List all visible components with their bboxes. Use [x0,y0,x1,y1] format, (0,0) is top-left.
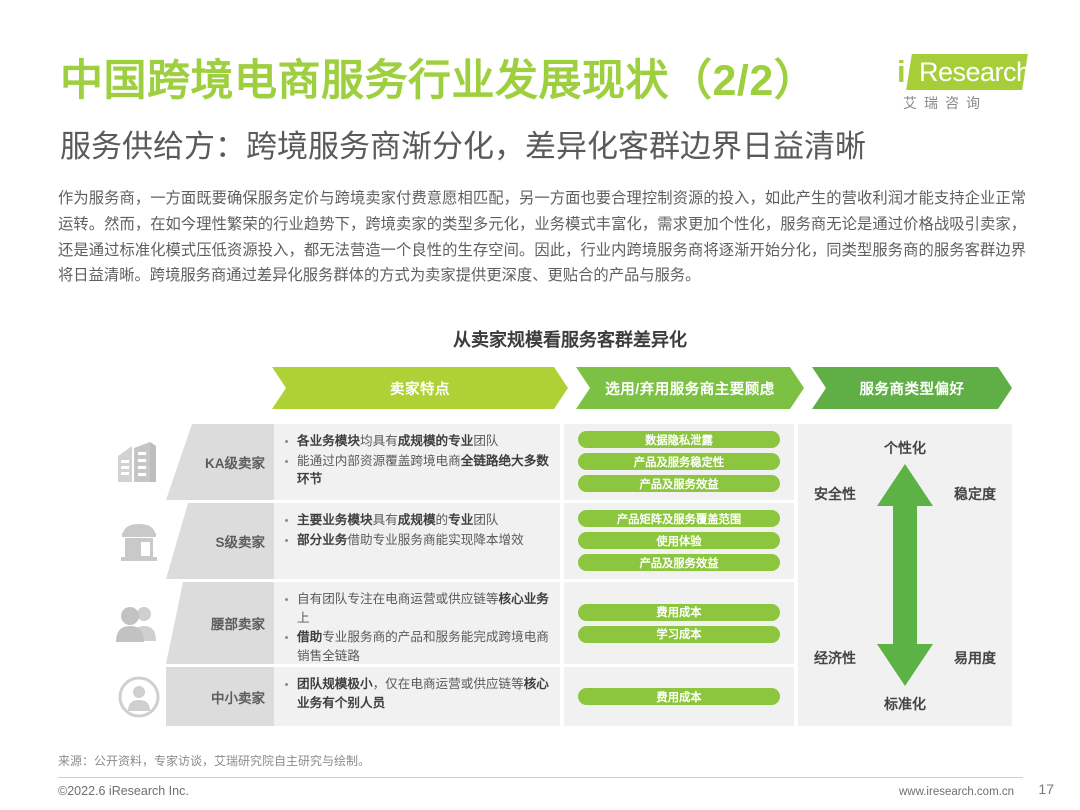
website-url[interactable]: www.iresearch.com.cn [898,786,1014,798]
features-cell-small: 团队规模极小，仅在电商运营或供应链等核心业务有个别人员 [274,667,560,726]
column-header-preference: 服务商类型偏好 [812,367,1012,409]
comparison-matrix: KA级卖家 各业务模块均具有成规模的专业团队 能通过内部资源覆盖跨境电商全链路绝… [108,424,1012,726]
preference-panel: 个性化 安全性 稳定度 经济性 易用度 标准化 [798,424,1012,726]
preference-top-label: 个性化 [884,440,926,456]
column-header-seller-features: 卖家特点 [272,367,568,409]
concerns-cell-ka: 数据隐私泄露 产品及服务稳定性 产品及服务效益 [564,424,794,500]
iresearch-logo: i Research 艾瑞咨询 [897,52,1031,114]
page-subtitle: 服务供给方：跨境服务商渐分化，差异化客群边界日益清晰 [60,129,866,164]
matrix-row: S级卖家 主要业务模块具有成规模的专业团队 部分业务借助专业服务商能实现降本增效… [108,503,1012,579]
feature-item: 借助专业服务商的产品和服务能完成跨境电商销售全链路 [282,628,550,665]
page-number: 17 [1038,781,1054,797]
concerns-cell-small: 费用成本 [564,667,794,726]
logo-mark: i Research [897,52,1031,92]
single-person-icon [108,667,170,726]
preference-left-lower-label: 经济性 [814,650,856,666]
concern-pill: 数据隐私泄露 [578,431,780,448]
column-header-concerns: 选用/弃用服务商主要顾虑 [576,367,804,409]
concerns-cell-waist: 费用成本 学习成本 [564,582,794,664]
title-row: 中国跨境电商服务行业发展现状（2/2） [60,52,1020,114]
preference-left-upper-label: 安全性 [814,486,856,502]
feature-item: 部分业务借助专业服务商能实现降本增效 [282,531,550,550]
preference-bottom-label: 标准化 [884,696,926,712]
tier-label-ka: KA级卖家 [166,424,274,500]
page-title: 中国跨境电商服务行业发展现状（2/2） [60,57,818,105]
feature-item: 各业务模块均具有成规模的专业团队 [282,432,550,451]
features-cell-ka: 各业务模块均具有成规模的专业团队 能通过内部资源覆盖跨境电商全链路绝大多数环节 [274,424,560,500]
concern-pill: 费用成本 [578,603,780,621]
features-cell-waist: 自有团队专注在电商运营或供应链等核心业务上 借助专业服务商的产品和服务能完成跨境… [274,582,560,664]
tier-label-waist: 腰部卖家 [166,582,274,664]
tier-label-s: S级卖家 [166,503,274,579]
logo-subtitle: 艾瑞咨询 [903,95,987,111]
logo-letter-i: i [897,54,906,89]
tier-label-small: 中小卖家 [166,667,274,726]
copyright-text: ©2022.6 iResearch Inc. [58,784,189,798]
figure-title: 从卖家规模看服务客群差异化 [453,330,687,350]
concern-pill: 产品及服务稳定性 [578,453,780,470]
office-buildings-icon [108,424,170,500]
feature-item: 自有团队专注在电商运营或供应链等核心业务上 [282,590,550,627]
footer-divider [58,777,1023,778]
body-paragraph: 作为服务商，一方面既要确保服务定价与跨境卖家付费意愿相匹配，另一方面也要合理控制… [58,190,1026,285]
feature-item: 主要业务模块具有成规模的专业团队 [282,511,550,530]
concern-pill: 学习成本 [578,625,780,643]
concern-pill: 产品矩阵及服务覆盖范围 [578,510,780,527]
features-cell-s: 主要业务模块具有成规模的专业团队 部分业务借助专业服务商能实现降本增效 [274,503,560,579]
concerns-cell-s: 产品矩阵及服务覆盖范围 使用体验 产品及服务效益 [564,503,794,579]
logo-wordmark: Research [919,57,1031,87]
preference-right-lower-label: 易用度 [954,650,996,666]
feature-item: 能通过内部资源覆盖跨境电商全链路绝大多数环节 [282,452,550,489]
source-note: 来源：公开资料，专家访谈，艾瑞研究院自主研究与绘制。 [58,754,371,768]
matrix-row: 腰部卖家 自有团队专注在电商运营或供应链等核心业务上 借助专业服务商的产品和服务… [108,582,1012,664]
matrix-row: 中小卖家 团队规模极小，仅在电商运营或供应链等核心业务有个别人员 费用成本 [108,667,1012,726]
concern-pill: 产品及服务效益 [578,554,780,571]
concern-pill: 使用体验 [578,532,780,549]
storefront-icon [108,503,170,579]
double-headed-arrow-icon [877,464,933,691]
column-header-row: 卖家特点 选用/弃用服务商主要顾虑 服务商类型偏好 [272,367,1012,409]
people-group-icon [108,582,170,664]
concern-pill: 产品及服务效益 [578,475,780,492]
preference-right-upper-label: 稳定度 [954,486,996,502]
concern-pill: 费用成本 [578,688,780,705]
feature-item: 团队规模极小，仅在电商运营或供应链等核心业务有个别人员 [282,675,550,712]
matrix-row: KA级卖家 各业务模块均具有成规模的专业团队 能通过内部资源覆盖跨境电商全链路绝… [108,424,1012,500]
